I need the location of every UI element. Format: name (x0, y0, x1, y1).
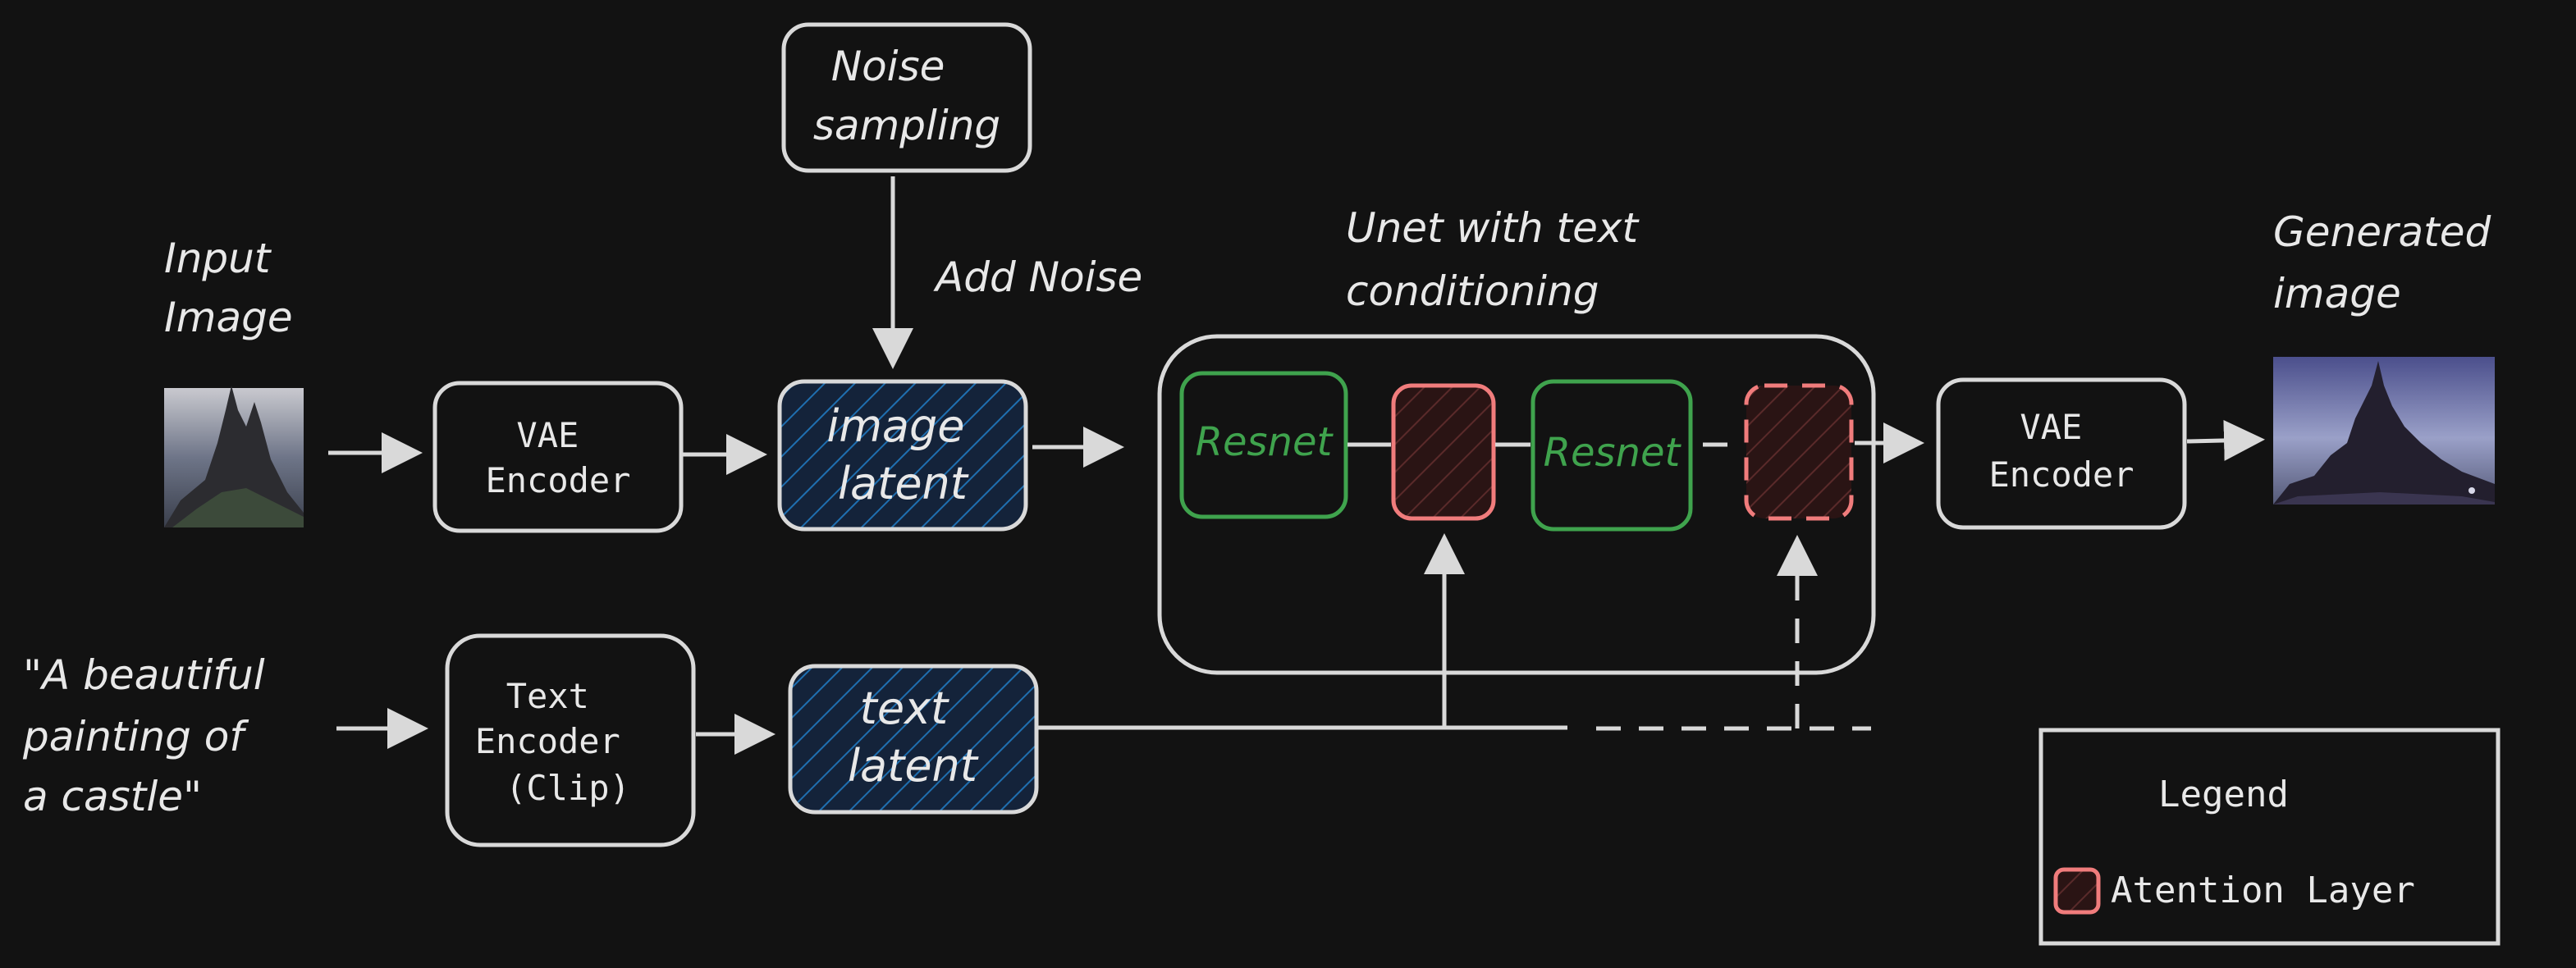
vae-encoder-right (1936, 377, 2187, 530)
legend-attention-label: Atention Layer (2111, 870, 2415, 911)
vae-encoder-left (432, 381, 684, 533)
attention-layer-1 (1391, 383, 1496, 521)
resnet-1-label: Resnet (1196, 419, 1334, 465)
unet-container (1157, 334, 1876, 675)
vae-encoder-right-text: VAE Encoder (1988, 407, 2134, 495)
text-latent-box (788, 664, 1039, 815)
input-castle-image (164, 386, 304, 527)
generated-castle-image (2273, 357, 2495, 505)
resnet-block-2 (1531, 379, 1693, 532)
add-noise-label: Add Noise (933, 253, 1142, 301)
legend-attention-swatch (2053, 867, 2101, 915)
image-latent-text: image latent (826, 400, 978, 509)
generated-image-label: Generated image (2273, 208, 2504, 317)
noise-sampling-box (781, 22, 1032, 173)
noise-sampling-text: Noise sampling (813, 43, 1000, 149)
prompt-text: "A beautiful painting of a castle" (22, 651, 278, 820)
input-image-label: Input Image (164, 235, 293, 341)
text-encoder-text: Text Encoder (Clip) (475, 676, 641, 808)
text-latent-text: text latent (848, 683, 979, 792)
unet-label: Unet with text conditioning (1346, 204, 1651, 315)
legend-box (2038, 728, 2501, 946)
image-latent-box (777, 379, 1028, 532)
vae-encoder-left-text: VAE Encoder (485, 415, 630, 500)
attention-layer-2 (1744, 383, 1854, 521)
text-encoder-box (445, 633, 696, 847)
legend-title: Legend (2158, 774, 2289, 815)
resnet-block-1 (1179, 371, 1348, 519)
resnet-2-label: Resnet (1544, 430, 1682, 476)
